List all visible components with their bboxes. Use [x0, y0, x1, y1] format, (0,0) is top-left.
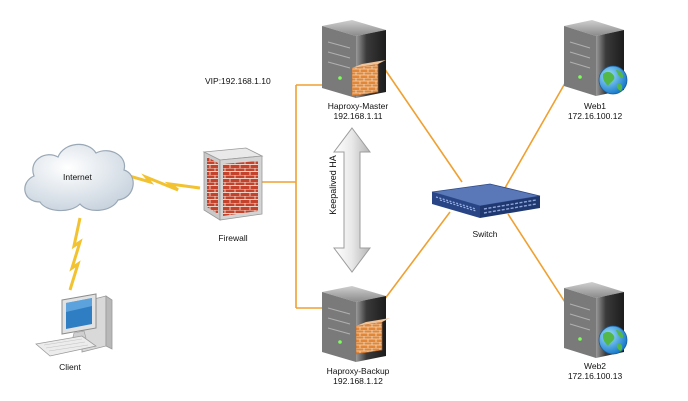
- haproxy-backup-ip: 192.168.1.12: [333, 376, 383, 386]
- link-switch-web2: [507, 213, 573, 314]
- internet-label: Internet: [63, 172, 92, 182]
- network-links: [258, 67, 573, 314]
- web1-name: Web1: [583, 101, 607, 111]
- vip-label: VIP:192.168.1.10: [205, 76, 271, 86]
- haproxy-backup-server-icon: [322, 286, 390, 362]
- globe-icon: [598, 65, 628, 95]
- switch-icon: [431, 183, 541, 218]
- web1-ip: 172.16.100.12: [567, 111, 623, 121]
- haproxy-backup-label: Haproxy-Backup 192.168.1.12: [318, 366, 398, 386]
- firewall-icon: [202, 147, 264, 221]
- keepalived-ha-arrow: [333, 127, 371, 273]
- web2-server-icon: [564, 282, 628, 358]
- client-label: Client: [59, 362, 81, 372]
- haproxy-master-label: Haproxy-Master 192.168.1.11: [318, 101, 398, 121]
- web2-ip: 172.16.100.13: [567, 371, 623, 381]
- keepalived-ha-label: Keepalived HA: [328, 155, 338, 215]
- web1-label: Web1 172.16.100.12: [560, 101, 630, 121]
- haproxy-master-server-icon: [322, 20, 386, 98]
- link-switch-web1: [504, 77, 569, 189]
- globe-icon: [598, 325, 628, 355]
- firewall-label: Firewall: [218, 233, 248, 243]
- haproxy-master-name: Haproxy-Master: [327, 101, 389, 111]
- web2-name: Web2: [583, 361, 607, 371]
- internet-cloud: [24, 143, 134, 212]
- link-master-switch: [383, 67, 463, 183]
- web1-server-icon: [564, 20, 628, 96]
- lightning-internet-firewall: [125, 173, 201, 192]
- web2-label: Web2 172.16.100.13: [560, 361, 630, 381]
- switch-label: Switch: [472, 229, 498, 239]
- haproxy-backup-name: Haproxy-Backup: [326, 366, 390, 376]
- lightning-internet-client: [68, 217, 83, 291]
- haproxy-master-ip: 192.168.1.11: [333, 111, 383, 121]
- client-computer-icon: [35, 293, 113, 357]
- link-backup-switch: [383, 211, 451, 301]
